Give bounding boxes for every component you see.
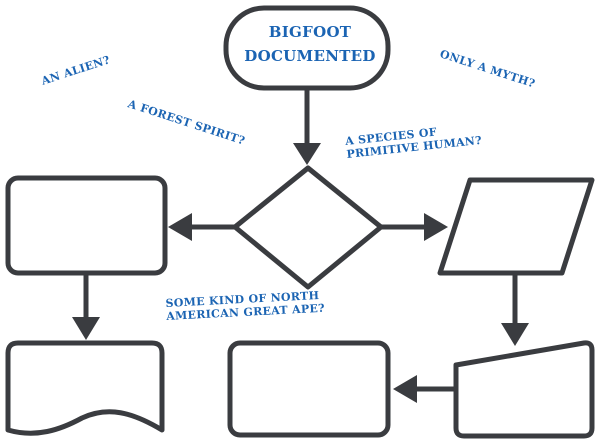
document-shape (5, 340, 165, 436)
arrowhead-down-manual-input (501, 323, 529, 346)
arrowhead-left-process-bottom (393, 375, 417, 403)
decision-diamond (232, 165, 384, 290)
arrowhead-left-process (168, 213, 192, 241)
arrowhead-down-decision (293, 143, 321, 165)
arrowhead-right-data (424, 213, 448, 241)
data-parallelogram-right (437, 177, 595, 276)
process-box-bottom (227, 340, 391, 438)
title-line-2: DOCUMENTED (244, 47, 376, 65)
arrowhead-down-document (72, 317, 100, 340)
start-terminal-label: BIGFOOT DOCUMENTED (222, 20, 398, 68)
process-box-left (5, 175, 168, 276)
manual-input-shape (453, 340, 595, 439)
title-line-1: BIGFOOT (268, 23, 352, 41)
